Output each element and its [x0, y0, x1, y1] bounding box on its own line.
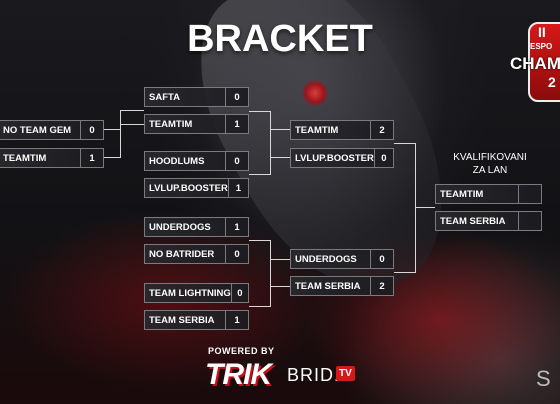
team-score: 2	[370, 121, 393, 139]
match-slot-round1: TEAM LIGHTNING 0	[144, 283, 249, 303]
team-name: NO TEAM GEM	[3, 124, 72, 136]
match-slot-round1: LVLUP.BOOSTER 1	[144, 178, 249, 198]
bracket-connector	[270, 240, 271, 307]
team-name: UNDERDOGS	[295, 253, 357, 265]
bracket-connector	[270, 259, 290, 260]
team-name: LVLUP.BOOSTER	[149, 182, 228, 194]
bracket-connector	[270, 129, 290, 130]
bracket-connector	[415, 207, 435, 208]
team-score: 0	[370, 250, 393, 268]
event-logo-year-text: 2	[548, 74, 556, 90]
team-score: 0	[230, 284, 248, 302]
match-slot-round2: UNDERDOGS 0	[290, 249, 394, 269]
bracket-connector	[249, 240, 270, 241]
team-name: TEAM SERBIA	[295, 280, 361, 292]
qualified-slot: TEAMTIM	[435, 184, 542, 204]
bracket-connector	[120, 110, 144, 111]
match-slot-round0: NO TEAM GEM 0	[0, 120, 104, 140]
brid-tv-badge: TV	[336, 366, 355, 381]
team-score: 1	[225, 115, 248, 133]
team-name: TEAM LIGHTNING	[149, 287, 231, 299]
team-name: HOODLUMS	[149, 155, 205, 167]
team-name: TEAMTIM	[3, 152, 47, 164]
bracket-connector	[249, 111, 270, 112]
match-slot-round1: TEAM SERBIA 1	[144, 310, 249, 330]
bracket-connector	[249, 306, 270, 307]
match-slot-round2: TEAMTIM 2	[290, 120, 394, 140]
bracket-connector	[104, 129, 120, 130]
qualified-heading-line1: KVALIFIKOVANI	[453, 152, 527, 163]
team-score	[518, 185, 541, 203]
team-name: TEAM SERBIA	[149, 314, 215, 326]
bracket-connector	[270, 286, 290, 287]
event-logo-top-text: II	[538, 24, 546, 40]
match-slot-round1: UNDERDOGS 1	[144, 217, 249, 237]
team-name: NO BATRIDER	[149, 248, 215, 260]
team-score: 0	[373, 149, 393, 167]
qualified-slot: TEAM SERBIA	[435, 211, 542, 231]
team-score: 0	[225, 245, 248, 263]
team-name: TEAMTIM	[440, 188, 484, 200]
event-logo	[528, 22, 560, 102]
team-name: SAFTA	[149, 91, 180, 103]
event-logo-champ-text: CHAMP	[510, 54, 560, 73]
team-score: 1	[227, 179, 248, 197]
bracket-connector	[120, 110, 121, 158]
team-score: 0	[225, 152, 248, 170]
match-slot-round1: HOODLUMS 0	[144, 151, 249, 171]
team-name: TEAMTIM	[149, 118, 193, 130]
bracket-connector	[270, 157, 290, 158]
sponsor-logo: S	[536, 366, 551, 391]
bracket-connector	[249, 174, 270, 175]
team-name: TEAM SERBIA	[440, 215, 506, 227]
team-score: 1	[225, 311, 248, 329]
match-slot-round0: TEAMTIM 1	[0, 148, 104, 168]
team-score: 0	[225, 88, 248, 106]
event-logo-esports-text: ESPO	[530, 42, 553, 51]
team-name: TEAMTIM	[295, 124, 339, 136]
brid-logo: BRID.	[287, 365, 341, 385]
match-slot-round1: TEAMTIM 1	[144, 114, 249, 134]
bracket-connector	[270, 111, 271, 175]
team-score: 0	[80, 121, 103, 139]
bracket-connector	[394, 272, 415, 273]
match-slot-round2: LVLUP.BOOSTER 0	[290, 148, 394, 168]
team-score: 1	[80, 149, 103, 167]
match-slot-round1: NO BATRIDER 0	[144, 244, 249, 264]
bracket-connector	[394, 143, 415, 144]
team-name: LVLUP.BOOSTER	[295, 152, 374, 164]
powered-by-label: POWERED BY	[208, 346, 275, 356]
match-slot-round2: TEAM SERBIA 2	[290, 276, 394, 296]
team-score	[518, 212, 541, 230]
qualified-heading: KVALIFIKOVANI ZA LAN	[445, 151, 535, 177]
bracket-connector	[415, 143, 416, 273]
match-slot-round1: SAFTA 0	[144, 87, 249, 107]
team-score: 1	[225, 218, 248, 236]
team-score: 2	[370, 277, 393, 295]
background-glow	[302, 80, 328, 106]
team-name: UNDERDOGS	[149, 221, 211, 233]
bracket-connector	[120, 124, 144, 125]
bracket-connector	[104, 157, 120, 158]
qualified-heading-line2: ZA LAN	[472, 165, 508, 176]
trik-logo: TRIK	[205, 358, 272, 391]
page-title: BRACKET	[187, 18, 373, 60]
